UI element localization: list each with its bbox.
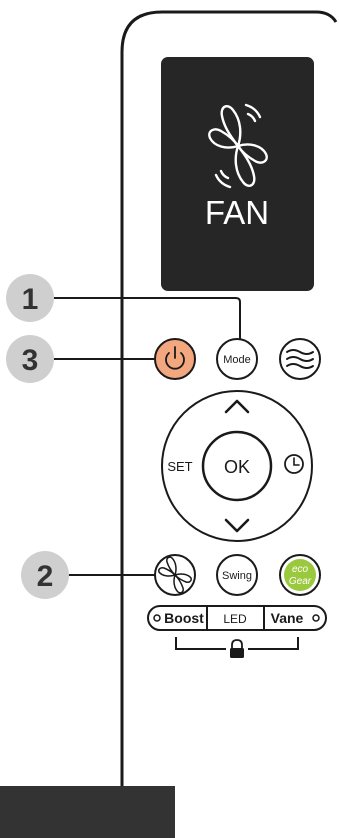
mode-button-label: Mode xyxy=(223,354,251,366)
up-arrow-button[interactable] xyxy=(224,399,250,414)
eco-gear-text-line1: eco xyxy=(292,564,309,575)
callout-2-badge xyxy=(21,551,69,599)
eco-gear-icon xyxy=(284,559,316,591)
child-lock-icon xyxy=(230,639,244,658)
swing-button-label: Swing xyxy=(222,570,252,582)
eco-gear-text-line2: Gear xyxy=(289,576,312,587)
bottom-dark-bar xyxy=(0,786,175,838)
boost-button[interactable]: Boost xyxy=(164,610,204,626)
ok-button[interactable]: OK xyxy=(201,430,273,502)
lcd-mode-text: FAN xyxy=(205,194,269,231)
fan-speed-button[interactable] xyxy=(154,554,196,596)
callout-3-badge xyxy=(6,335,54,383)
swing-button[interactable]: Swing xyxy=(216,554,258,596)
airflow-button[interactable] xyxy=(279,338,321,380)
vane-button[interactable]: Vane xyxy=(271,610,304,626)
callout-3-number: 3 xyxy=(22,344,39,377)
vane-dot xyxy=(312,614,320,622)
function-bar xyxy=(147,605,327,631)
timer-button[interactable] xyxy=(284,454,304,474)
ok-button-label: OK xyxy=(224,457,250,477)
callout-1-badge xyxy=(6,274,54,322)
remote-body-outline xyxy=(120,10,338,838)
led-button[interactable]: LED xyxy=(223,612,247,626)
set-button[interactable]: SET xyxy=(167,459,192,474)
down-arrow-button[interactable] xyxy=(224,518,250,533)
fan-icon xyxy=(208,103,268,189)
eco-gear-button[interactable]: eco Gear xyxy=(279,554,321,596)
power-icon xyxy=(165,346,185,370)
clock-icon xyxy=(284,454,304,474)
callout-1-leader-line xyxy=(54,297,241,340)
callout-2-number: 2 xyxy=(37,560,54,593)
boost-dot xyxy=(153,614,161,622)
mode-button[interactable]: Mode xyxy=(216,338,258,380)
airflow-waves-icon xyxy=(286,349,314,369)
power-button[interactable] xyxy=(154,338,196,380)
fan-icon xyxy=(158,556,192,594)
callout-1-number: 1 xyxy=(22,283,39,316)
